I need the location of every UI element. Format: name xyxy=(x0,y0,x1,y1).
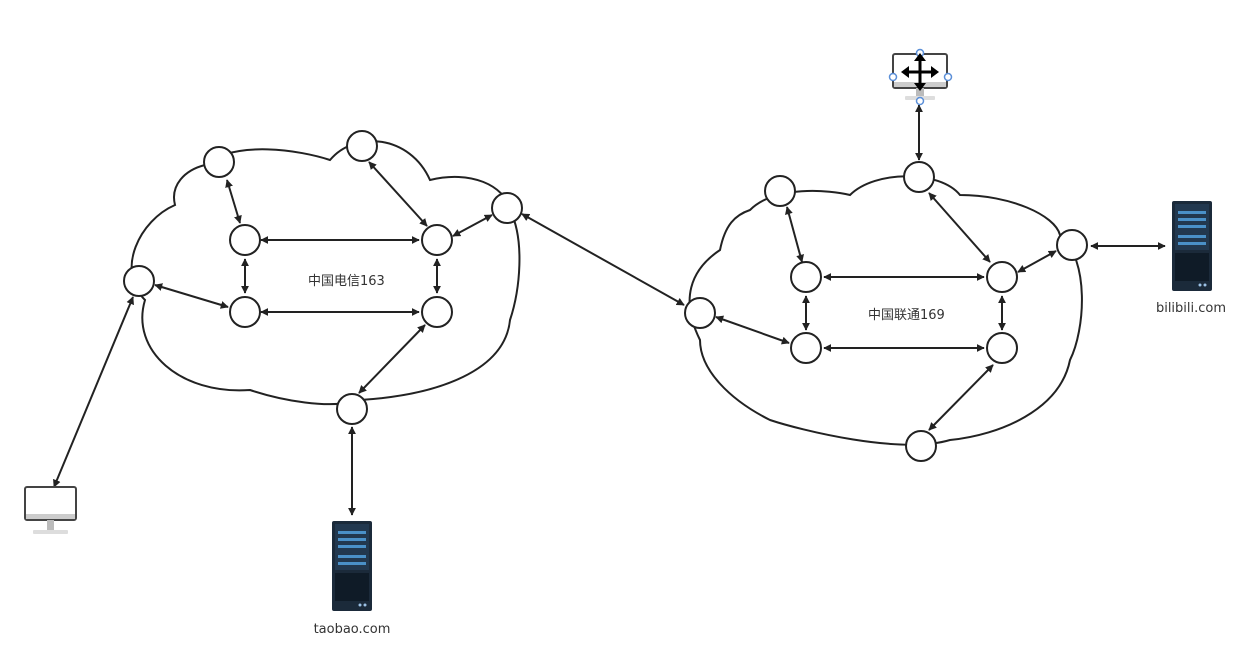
router-node xyxy=(684,297,716,329)
server-icon[interactable] xyxy=(1172,201,1212,291)
server-label-taobao: taobao.com xyxy=(314,622,391,637)
router-node xyxy=(986,261,1018,293)
network-label-unicom: 中国联通169 xyxy=(868,308,945,323)
router-node xyxy=(903,161,935,193)
router-node xyxy=(229,224,261,256)
server-label-bilibili: bilibili.com xyxy=(1156,301,1226,316)
edges-telecom xyxy=(154,161,493,394)
router-node xyxy=(421,296,453,328)
router-node xyxy=(1056,229,1088,261)
edges-external xyxy=(53,104,1166,516)
network-label-telecom: 中国电信163 xyxy=(308,274,385,289)
router-node xyxy=(203,146,235,178)
server-icon[interactable] xyxy=(332,521,372,611)
router-node xyxy=(790,261,822,293)
router-node xyxy=(346,130,378,162)
router-node xyxy=(790,332,822,364)
move-cursor-icon xyxy=(901,53,939,91)
router-node xyxy=(336,393,368,425)
router-node xyxy=(421,224,453,256)
edges-unicom xyxy=(715,192,1057,431)
router-node xyxy=(123,265,155,297)
router-node xyxy=(229,296,261,328)
routers-telecom xyxy=(123,130,523,425)
monitor-icon[interactable] xyxy=(24,486,77,534)
cloud-telecom xyxy=(130,140,521,406)
router-node xyxy=(764,175,796,207)
router-node xyxy=(986,332,1018,364)
router-node xyxy=(905,430,937,462)
routers-unicom xyxy=(684,161,1088,462)
router-node xyxy=(491,192,523,224)
